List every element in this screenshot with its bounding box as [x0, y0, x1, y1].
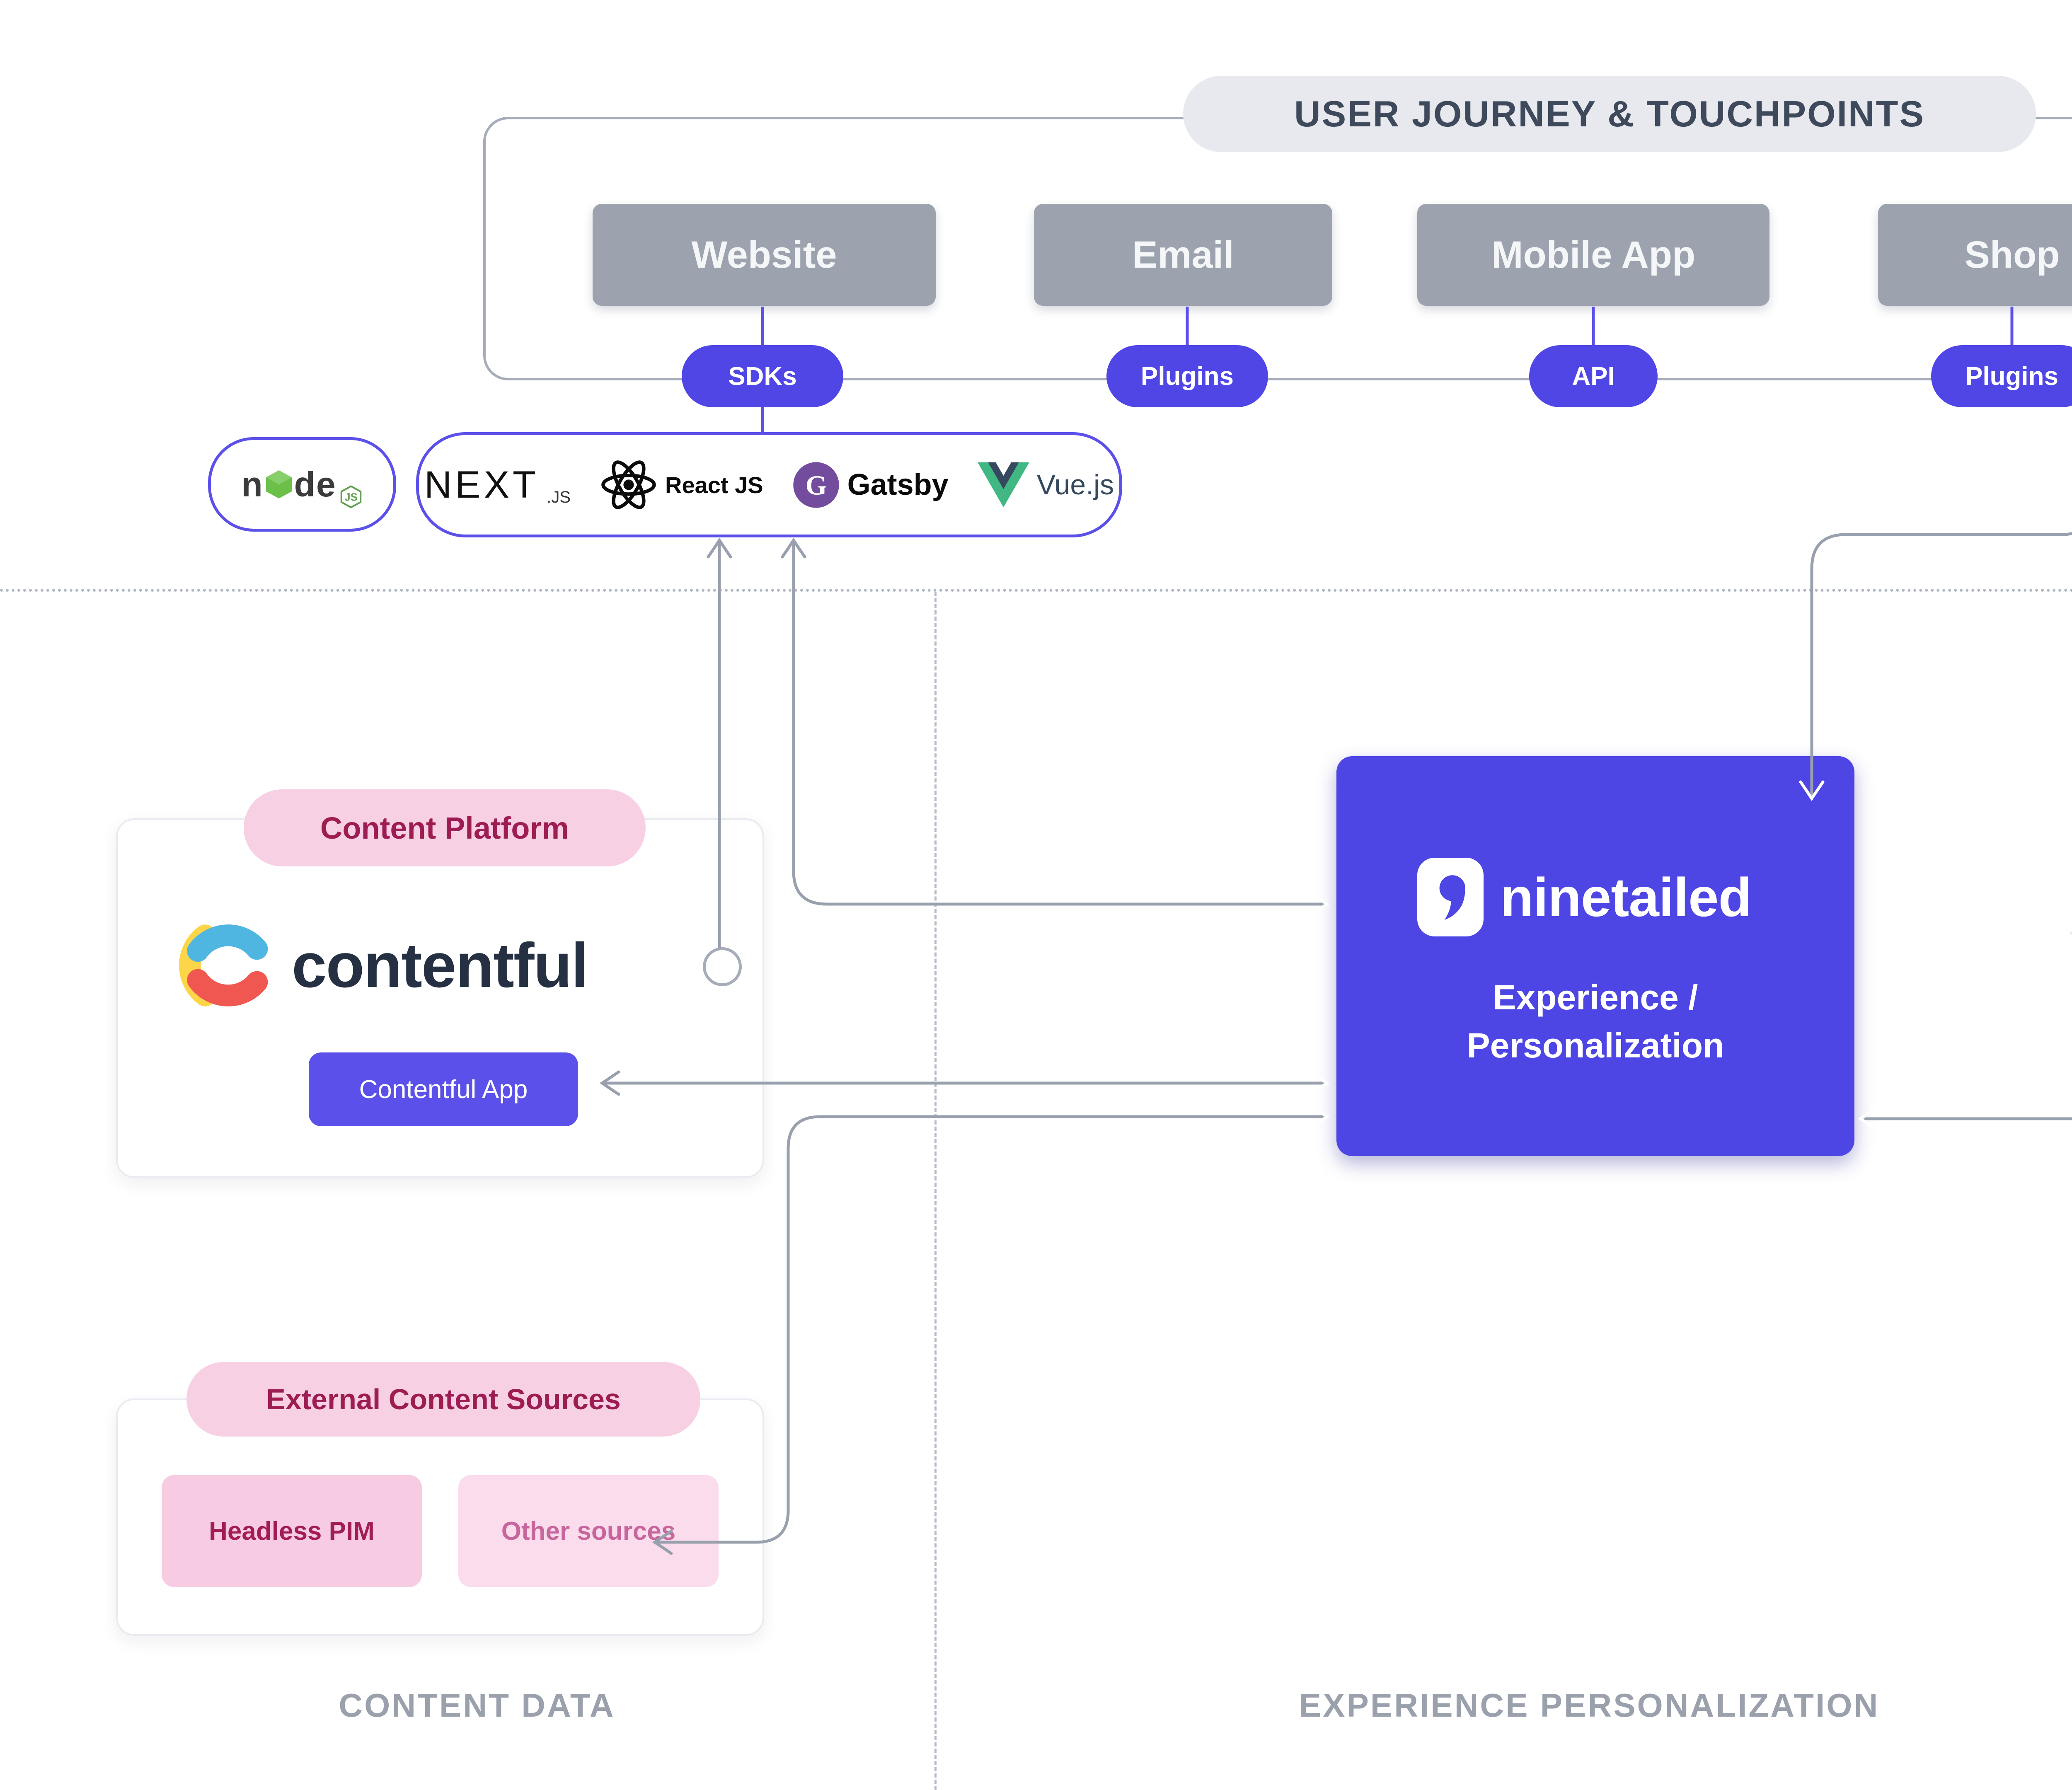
touchpoint-website[interactable]: Website — [593, 204, 936, 306]
ninetailed-box[interactable] — [1336, 756, 1854, 1156]
badge-api-mobile[interactable]: API — [1529, 345, 1658, 407]
contentful-app-button[interactable]: Contentful App — [309, 1052, 578, 1126]
ninetailed-logo: ninetailed — [1417, 854, 1790, 941]
section-label-experience: EXPERIENCE PERSONALIZATION — [1299, 1687, 1880, 1724]
touchpoint-email[interactable]: Email — [1034, 204, 1332, 306]
ninetailed-comma-icon — [1417, 858, 1484, 936]
nodejs-logo: n de — [241, 464, 336, 504]
touchpoint-mobile-app[interactable]: Mobile App — [1417, 204, 1769, 306]
headless-pim-box[interactable]: Headless PIM — [162, 1475, 422, 1587]
react-logo: React JS — [600, 456, 763, 514]
badge-sdks[interactable]: SDKs — [682, 345, 843, 407]
contentful-connector-node — [703, 947, 742, 986]
vue-chevron-icon — [977, 462, 1029, 508]
nodejs-hexagon-icon — [266, 470, 292, 499]
section-divider-left — [934, 592, 937, 1790]
contentful-icon — [179, 924, 268, 1006]
wire-frameworks-ninetailed — [781, 537, 1330, 917]
other-sources-box[interactable]: Other sources — [458, 1475, 719, 1587]
nextjs-logo: NEXT .JS — [424, 463, 571, 506]
content-platform-pill: Content Platform — [244, 789, 646, 866]
contentful-logo: contentful — [174, 903, 704, 1028]
touchpoint-shop[interactable]: Shop — [1878, 204, 2072, 306]
wire-ninetailed-customer-data — [1858, 1106, 2072, 1417]
user-journey-title: USER JOURNEY & TOUCHPOINTS — [1183, 76, 2036, 152]
wire-junction-to-ninetailed — [1799, 532, 2072, 801]
react-atom-icon — [601, 460, 656, 509]
svg-text:JS: JS — [344, 491, 357, 503]
external-content-sources-pill: External Content Sources — [186, 1362, 700, 1437]
badge-plugins-shop[interactable]: Plugins — [1931, 345, 2072, 407]
frameworks-pill[interactable]: NEXT .JS React JS G Gatsby Vue.js — [416, 432, 1122, 537]
gatsby-circle-icon: G — [793, 462, 839, 508]
section-divider-horizontal — [0, 589, 2072, 592]
nodejs-js-badge-icon: JS — [340, 485, 361, 508]
svg-text:G: G — [805, 470, 827, 501]
ninetailed-subtitle: Experience / Personalization — [1467, 978, 1724, 1065]
vuejs-logo: Vue.js — [977, 462, 1114, 508]
section-label-content-data: CONTENT DATA — [339, 1687, 615, 1724]
gatsby-logo: G Gatsby — [792, 461, 949, 509]
badge-plugins-email[interactable]: Plugins — [1106, 345, 1268, 407]
nodejs-pill[interactable]: n de JS — [208, 437, 396, 532]
